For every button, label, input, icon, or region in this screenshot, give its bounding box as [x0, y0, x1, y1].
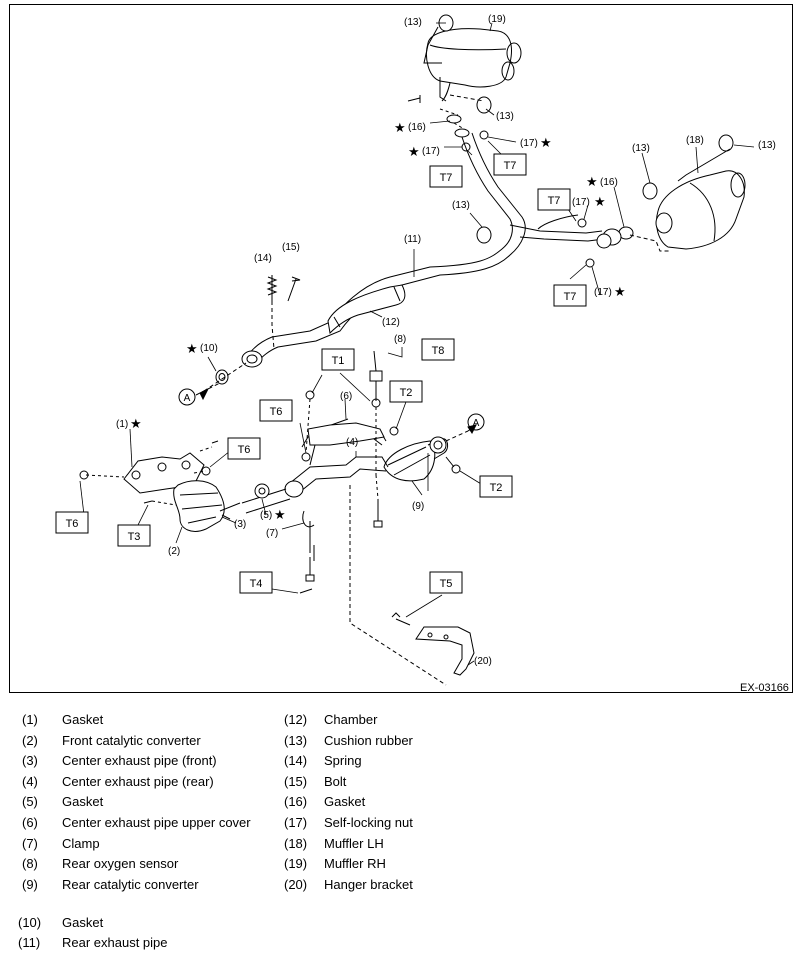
callout-label: (14) [254, 253, 272, 264]
connector-a-circle [178, 388, 196, 406]
star-mark: ★ [394, 121, 406, 136]
callout-label: (3) [234, 519, 246, 530]
torque-label: T6 [66, 518, 79, 530]
callout-label: (8) [394, 334, 406, 345]
torque-box-t5 [429, 571, 463, 594]
torque-label: T6 [238, 444, 251, 456]
torque-box-t6 [55, 511, 89, 534]
cushion-rubber [476, 226, 492, 244]
torque-label: T7 [440, 172, 453, 184]
torque-label: T2 [400, 387, 413, 399]
cushion-rubber [718, 134, 734, 152]
callout-label: (20) [474, 656, 492, 667]
callout-label: (13) [632, 143, 650, 154]
callout-label: (18) [686, 135, 704, 146]
callout-label: (6) [340, 391, 352, 402]
star-mark: ★ [540, 136, 552, 151]
hanger-bracket [415, 626, 475, 676]
connector-a-label: A [184, 393, 191, 404]
figure-code: EX-03166 [740, 682, 789, 693]
torque-box-t7 [537, 188, 571, 211]
callout-label: (17) [422, 146, 440, 157]
star-mark: ★ [274, 508, 286, 523]
callout-label: (13) [496, 111, 514, 122]
callout-label: (17) [572, 197, 590, 208]
callout-label: (17) [520, 138, 538, 149]
connector-a-circle [467, 413, 485, 431]
callout-label: (9) [412, 501, 424, 512]
callout-label: (15) [282, 242, 300, 253]
callout-label: (11) [404, 234, 421, 245]
callout-label: (5) [260, 510, 272, 521]
star-mark: ★ [130, 417, 142, 432]
torque-label: T7 [548, 195, 561, 207]
torque-label: T6 [270, 406, 283, 418]
star-mark: ★ [586, 175, 598, 190]
star-mark: ★ [408, 145, 420, 160]
star-mark: ★ [614, 285, 626, 300]
callout-label: (2) [168, 546, 180, 557]
connector-a-label: A [473, 418, 480, 429]
callout-label: (12) [382, 317, 400, 328]
callout-label: (1) [116, 419, 128, 430]
callout-label: (4) [346, 437, 358, 448]
torque-box-t7 [493, 153, 527, 176]
callout-label: (16) [408, 122, 426, 133]
callout-label: (13) [452, 200, 470, 211]
torque-label: T5 [440, 578, 453, 590]
torque-label: T8 [432, 345, 445, 357]
callout-label: (13) [758, 140, 776, 151]
torque-label: T2 [490, 482, 503, 494]
star-mark: ★ [186, 342, 198, 357]
torque-box-t7 [429, 165, 463, 188]
callout-label: (19) [488, 14, 506, 25]
muffler-lh [655, 170, 746, 250]
torque-label: T7 [504, 160, 517, 172]
torque-label: T1 [332, 355, 345, 367]
torque-box-t7 [553, 284, 587, 307]
callout-label: (17) [594, 287, 612, 298]
torque-box-t2 [389, 380, 423, 403]
torque-box-t3 [117, 524, 151, 547]
torque-box-t8 [421, 338, 455, 361]
cushion-rubber [642, 182, 658, 200]
torque-box-t2 [479, 475, 513, 498]
chamber [327, 284, 406, 335]
torque-box-t4 [239, 571, 273, 594]
muffler-rh [426, 28, 522, 102]
torque-label: T7 [564, 291, 577, 303]
cushion-rubber [476, 96, 492, 114]
callout-label: (10) [200, 343, 218, 354]
exhaust-system-diagram: T7 T7 T7 T7 T1 T8 T2 T6 T6 T2 T6 T3 T4 T… [9, 4, 793, 693]
callout-label: (16) [600, 177, 618, 188]
exploded-view-drawing: T7 T7 T7 T7 T1 T8 T2 T6 T6 T2 T6 T3 T4 T… [55, 14, 789, 693]
rear-exhaust-pipe [247, 132, 605, 364]
callout-label: (7) [266, 528, 278, 539]
star-mark: ★ [594, 195, 606, 210]
torque-label: T4 [250, 578, 263, 590]
torque-box-t1 [321, 348, 355, 371]
callout-label: (13) [404, 17, 422, 28]
torque-box-t6 [259, 399, 293, 422]
front-catalytic-converter [123, 452, 241, 532]
torque-box-t6 [227, 437, 261, 460]
rear-catalytic-converter [383, 436, 449, 482]
torque-label: T3 [128, 531, 141, 543]
